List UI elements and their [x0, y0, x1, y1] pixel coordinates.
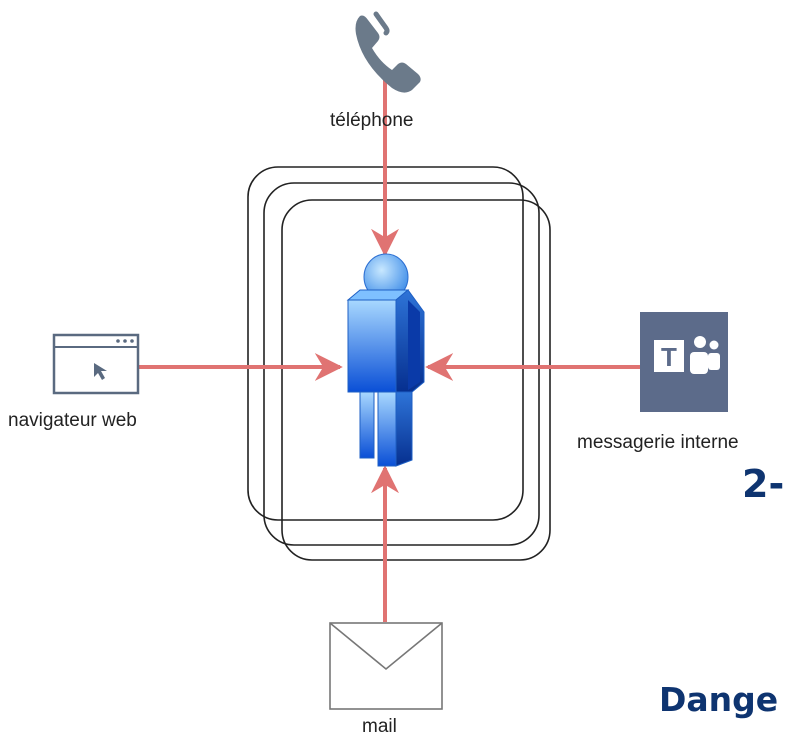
svg-text:T: T: [661, 342, 677, 372]
user-figure-icon: [346, 253, 425, 467]
teams-icon: T: [640, 312, 728, 412]
section-number-heading: 2-: [742, 462, 785, 506]
browser-window-icon: [52, 333, 140, 395]
browser-label: navigateur web: [8, 410, 137, 431]
mail-label: mail: [362, 716, 397, 737]
phone-label: téléphone: [330, 110, 414, 131]
connector-arrows: [138, 80, 640, 622]
section-word-heading: Dange: [659, 680, 779, 719]
envelope-icon: [329, 622, 443, 710]
messaging-label: messagerie interne: [577, 432, 739, 453]
phone-icon: [355, 11, 421, 93]
frame-middle: [263, 182, 540, 546]
frame-front: [281, 199, 551, 561]
